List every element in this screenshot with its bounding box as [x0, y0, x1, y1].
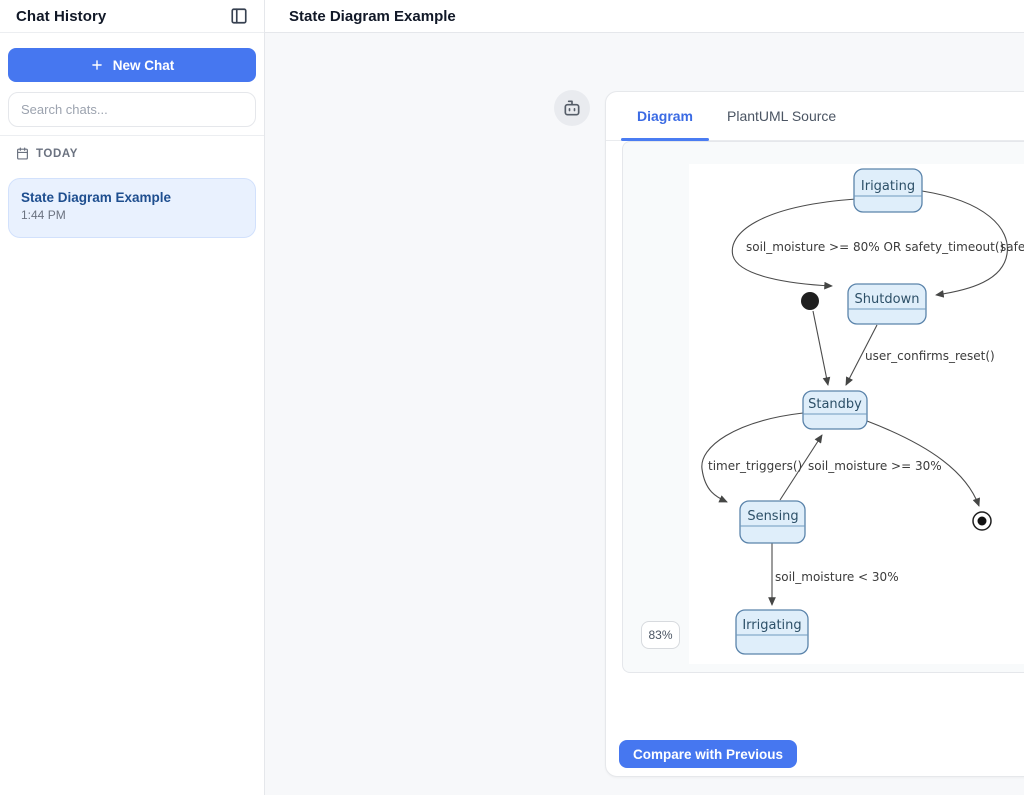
chat-history-sidebar: Chat History New Chat TOD: [0, 0, 265, 795]
panel-left-icon[interactable]: [228, 5, 250, 27]
main-header: State Diagram Example: [265, 0, 1024, 33]
tab-diagram[interactable]: Diagram: [621, 92, 709, 141]
chat-list-item[interactable]: State Diagram Example 1:44 PM: [8, 178, 256, 238]
sidebar-title: Chat History: [16, 7, 107, 25]
state-irigating: Irigating: [853, 168, 923, 213]
search-input[interactable]: [8, 92, 256, 127]
edge-standby-final: [866, 420, 980, 507]
new-chat-label: New Chat: [112, 57, 175, 73]
plus-icon: [90, 58, 104, 72]
calendar-icon: [16, 147, 29, 160]
edge-sensing-standby: [779, 434, 823, 501]
main-area: State Diagram Example Diagram PlantUML S…: [265, 0, 1024, 795]
state-diagram-svg: Irigating Shutdown Standby: [701, 168, 1024, 655]
message-card: Diagram PlantUML Source: [605, 91, 1024, 777]
chat-item-title: State Diagram Example: [21, 190, 172, 205]
edge-irigating-shutdown-left: [731, 198, 857, 290]
edge-irigating-shutdown-right: [921, 190, 1008, 298]
state-shutdown: Shutdown: [847, 283, 927, 325]
bot-icon: [562, 98, 582, 118]
edge-standby-sensing: [701, 412, 804, 503]
tab-bar: Diagram PlantUML Source: [606, 92, 1024, 141]
sidebar-divider: [0, 135, 264, 136]
tab-plantuml-source[interactable]: PlantUML Source: [709, 92, 854, 140]
svg-text:Shutdown: Shutdown: [855, 292, 920, 307]
page-title: State Diagram Example: [289, 7, 456, 25]
state-irrigating: Irrigating: [735, 609, 809, 655]
svg-text:Sensing: Sensing: [747, 509, 798, 524]
zoom-level-badge: 83%: [641, 621, 680, 649]
chat-item-timestamp: 1:44 PM: [21, 208, 66, 222]
state-diagram-image: Irigating Shutdown Standby: [689, 164, 1024, 664]
svg-text:Irigating: Irigating: [861, 179, 915, 194]
final-state-node: [972, 511, 992, 531]
compare-with-previous-button[interactable]: Compare with Previous: [619, 740, 797, 768]
transition-label: soil_moisture >= 80% OR safety_timeout(): [746, 240, 1004, 254]
bot-avatar: [554, 90, 590, 126]
svg-text:Standby: Standby: [808, 397, 862, 412]
edge-shutdown-standby: [845, 324, 878, 386]
state-standby: Standby: [802, 390, 868, 430]
state-sensing: Sensing: [739, 500, 806, 544]
initial-state-dot: [801, 292, 819, 310]
transition-label: soil_moisture < 30%: [775, 570, 899, 584]
edge-initial-standby: [812, 310, 831, 386]
svg-text:Irrigating: Irrigating: [742, 618, 801, 633]
new-chat-button[interactable]: New Chat: [8, 48, 256, 82]
diagram-viewport[interactable]: Irigating Shutdown Standby: [622, 141, 1024, 673]
date-section-header: TODAY: [16, 147, 78, 160]
transition-label: safety_timeout() // Fallback timeout pro…: [1000, 240, 1024, 254]
transition-label: user_confirms_reset(): [865, 349, 995, 363]
section-label: TODAY: [36, 147, 78, 160]
transition-label: timer_triggers(): [708, 459, 802, 473]
sidebar-header: Chat History: [0, 0, 264, 33]
transition-label: soil_moisture >= 30%: [808, 459, 942, 473]
